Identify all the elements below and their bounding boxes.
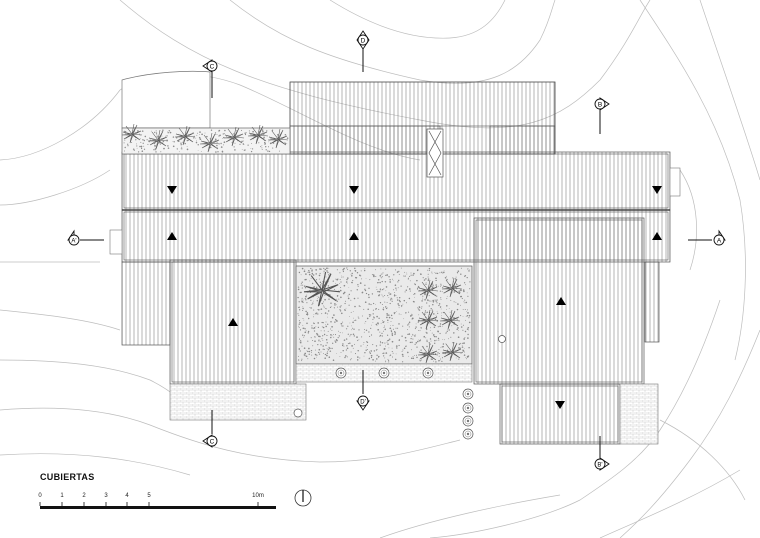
svg-text:D': D' xyxy=(360,399,365,405)
slope-arrows xyxy=(167,186,662,409)
section-lines xyxy=(80,48,712,458)
svg-text:C: C xyxy=(210,63,215,70)
scale-tick-label: 0 xyxy=(38,493,42,499)
drawing-title: CUBIERTAS xyxy=(40,472,95,482)
section-marker-b-prime-bottom[interactable]: B' xyxy=(594,457,610,471)
scale-tick-label: 4 xyxy=(125,493,129,499)
scale-tick-label: 10m xyxy=(252,493,264,499)
svg-text:A': A' xyxy=(71,238,76,244)
roof-surfaces xyxy=(121,81,671,445)
svg-text:B': B' xyxy=(597,462,602,468)
shrub-column xyxy=(462,388,474,440)
section-marker-d-top[interactable]: D xyxy=(356,30,370,50)
section-marker-c-top[interactable]: C xyxy=(202,59,218,73)
svg-text:B: B xyxy=(598,101,602,108)
gravel-texture xyxy=(123,129,471,363)
svg-text:C: C xyxy=(210,438,215,445)
scale-tick-label: 2 xyxy=(82,493,86,499)
svg-text:D: D xyxy=(361,37,366,44)
skylight xyxy=(426,128,444,178)
scale-bar xyxy=(39,502,276,509)
brick-terrace-left xyxy=(169,383,307,421)
section-marker-c-bottom[interactable]: C xyxy=(202,434,218,448)
scale-tick-label: 1 xyxy=(60,493,64,499)
north-arrow-icon xyxy=(294,489,312,507)
section-marker-a-right[interactable]: A xyxy=(713,229,726,246)
scale-tick-label: 3 xyxy=(104,493,108,499)
section-marker-b-top[interactable]: B xyxy=(594,97,610,111)
svg-text:A: A xyxy=(717,237,722,244)
brick-terrace-right xyxy=(619,383,659,445)
section-marker-a-prime-left[interactable]: A' xyxy=(67,229,80,246)
site-outline-left xyxy=(121,70,211,129)
section-marker-d-prime-bottom[interactable]: D' xyxy=(356,395,370,411)
scale-tick-label: 5 xyxy=(147,493,151,499)
